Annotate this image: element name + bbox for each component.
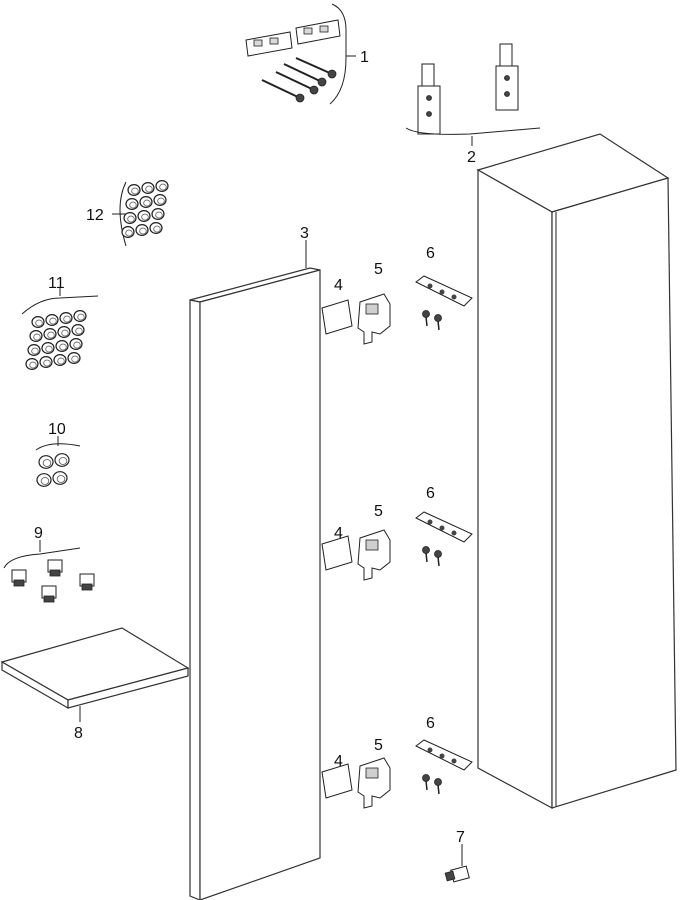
cabinet-body (476, 133, 677, 810)
damper-pad (321, 535, 353, 571)
callout-6a: 6 (426, 245, 435, 262)
callout-10: 10 (48, 421, 66, 438)
cap (155, 180, 169, 193)
cap (55, 340, 69, 353)
callout-7: 7 (456, 829, 465, 846)
cap (69, 338, 83, 351)
cap (36, 473, 52, 487)
callout-4a: 4 (334, 277, 343, 294)
cap (43, 328, 57, 341)
cap (59, 312, 73, 325)
cap (127, 184, 141, 197)
callout-6c: 6 (426, 715, 435, 732)
cover-caps-11 (21, 295, 99, 371)
hinge (357, 529, 391, 581)
damper-pad (321, 299, 353, 335)
hinge-set (321, 275, 473, 345)
callout-1: 1 (360, 49, 369, 66)
cap (73, 310, 87, 323)
shelf-supports (3, 547, 95, 603)
callout-12: 12 (86, 207, 104, 224)
leader-lines (39, 55, 473, 866)
cap (39, 356, 53, 369)
callouts: 1 2 3 12 11 10 9 8 7 4 5 6 4 5 6 4 5 6 (34, 49, 476, 846)
cap (25, 358, 39, 371)
callout-6b: 6 (426, 485, 435, 502)
callout-5c: 5 (374, 737, 383, 754)
cap (139, 196, 153, 209)
cap (141, 182, 155, 195)
cap (41, 342, 55, 355)
push-latch (444, 865, 470, 883)
callout-5a: 5 (374, 261, 383, 278)
cap (54, 453, 70, 467)
cap (29, 330, 43, 343)
cap (125, 198, 139, 211)
cap (137, 210, 151, 223)
hinge-sets (321, 275, 473, 809)
callout-9: 9 (34, 525, 43, 542)
cap (121, 226, 135, 239)
callout-2: 2 (467, 149, 476, 166)
hinge-set (321, 739, 473, 809)
cap (149, 222, 163, 235)
wall-mounting-set (245, 3, 347, 105)
hinge (357, 757, 391, 809)
callout-4c: 4 (334, 753, 343, 770)
cap (27, 344, 41, 357)
hinge-set (321, 511, 473, 581)
cap (57, 326, 71, 339)
cap (151, 208, 165, 221)
shelf (0, 627, 190, 710)
callout-4b: 4 (334, 525, 343, 542)
cap (135, 224, 149, 237)
cap (31, 316, 45, 329)
callout-5b: 5 (374, 503, 383, 520)
cap (71, 324, 85, 337)
cap (52, 471, 68, 485)
cap (67, 352, 81, 365)
hinge (357, 293, 391, 345)
cabinet-door (189, 267, 321, 900)
callout-3: 3 (300, 225, 309, 242)
cap (38, 455, 54, 469)
cap (153, 194, 167, 207)
cover-caps-12 (119, 180, 169, 247)
cover-caps-10 (35, 443, 81, 487)
damper-pad (321, 763, 353, 799)
cap (53, 354, 67, 367)
suspension-brackets (405, 43, 541, 135)
callout-8: 8 (74, 725, 83, 742)
cap (123, 212, 137, 225)
cap (45, 314, 59, 327)
callout-11: 11 (48, 275, 65, 292)
